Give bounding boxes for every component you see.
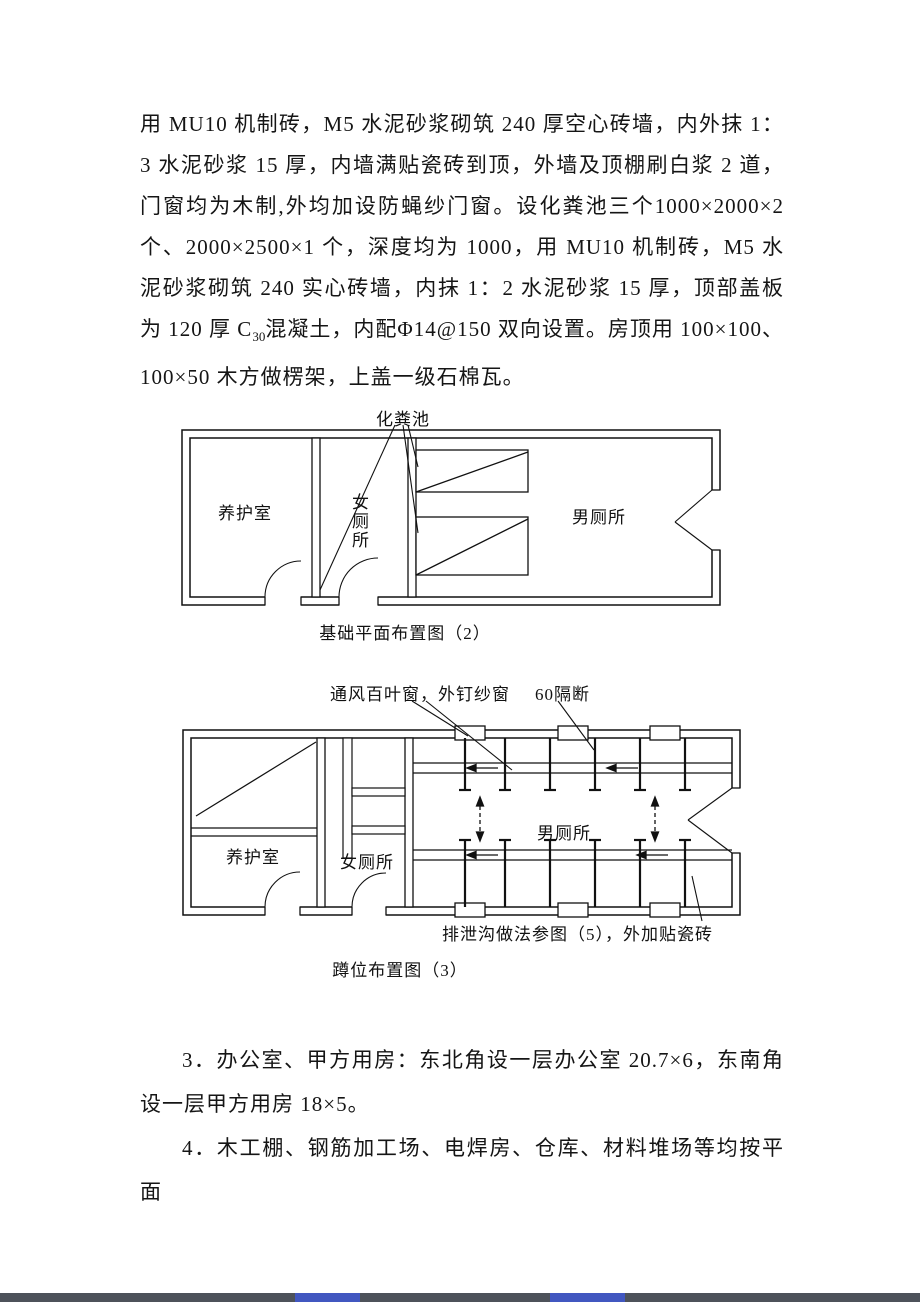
drain-note-label: 排泄沟做法参图（5），外加贴瓷砖: [442, 925, 713, 944]
bottom-edge-accent: [295, 1293, 360, 1302]
septic-tanks: [415, 449, 529, 576]
paragraph-text-part1: 用 MU10 机制砖，M5 水泥砂浆砌筑 240 厚空心砖墙，内外抹 1：3 水…: [140, 112, 784, 341]
building-outline: [182, 729, 741, 916]
louver-window-label: 通风百叶窗，外钉纱窗: [330, 685, 510, 704]
womens-toilet-label: 女厕所: [340, 853, 394, 872]
louver-windows: [454, 725, 681, 918]
squat-partitions-bottom: [459, 838, 691, 907]
mens-toilet-label: 男厕所: [572, 508, 626, 527]
paragraph-text-part2: 混凝土，内配Φ14@150 双向设置。房顶用 100×100、100×50 木方…: [140, 317, 785, 390]
bottom-edge-strip: [0, 1293, 920, 1302]
womens-toilet-label: 女厕所: [349, 493, 368, 550]
diagram2-caption: 蹲位布置图（3）: [332, 961, 468, 980]
mens-toilet-label: 男厕所: [537, 824, 591, 843]
septic-tank-label: 化粪池: [376, 410, 430, 429]
womens-toilet-fixtures: [342, 737, 406, 859]
body-paragraph-office-rooms: 3．办公室、甲方用房：东北角设一层办公室 20.7×6，东南角设一层甲方用房 1…: [140, 1048, 784, 1116]
curing-room-label: 养护室: [218, 504, 272, 523]
squat-layout-drawing: [182, 700, 742, 922]
bottom-edge-accent: [550, 1293, 625, 1302]
flow-arrows: [465, 763, 668, 860]
door-openings: [264, 787, 742, 917]
foundation-plan-drawing: [181, 424, 722, 607]
subscript-30: 30: [252, 329, 266, 345]
door-swings: [264, 489, 713, 598]
drainage-troughs: [413, 762, 732, 861]
body-paragraph-construction-spec: 用 MU10 机制砖，M5 水泥砂浆砌筑 240 厚空心砖墙，内外抹 1：3 水…: [140, 104, 784, 398]
door-openings: [264, 489, 722, 607]
foundation-plan-diagram: 化粪池 养护室 女厕所 男厕所 基础平面布置图（2）: [180, 405, 740, 665]
curing-room-fixtures: [191, 741, 317, 837]
body-paragraph-workshops: 4．木工棚、钢筋加工场、电焊房、仓库、材料堆场等均按平面: [140, 1136, 784, 1204]
curing-room-label: 养护室: [226, 848, 280, 867]
door-swings: [264, 787, 733, 908]
partition-label: 60隔断: [535, 685, 590, 704]
diagram1-caption: 基础平面布置图（2）: [319, 624, 491, 643]
septic-tank-leader-lines: [319, 424, 419, 591]
squat-partitions-top: [459, 738, 691, 792]
squat-layout-diagram: 通风百叶窗，外钉纱窗 60隔断 养护室 女厕所 男厕所 排泄沟做法参图（5），外…: [180, 678, 755, 988]
annotation-leader-lines: [411, 700, 703, 922]
interior-walls: [316, 737, 414, 908]
dashed-direction-arrows: [475, 795, 660, 843]
